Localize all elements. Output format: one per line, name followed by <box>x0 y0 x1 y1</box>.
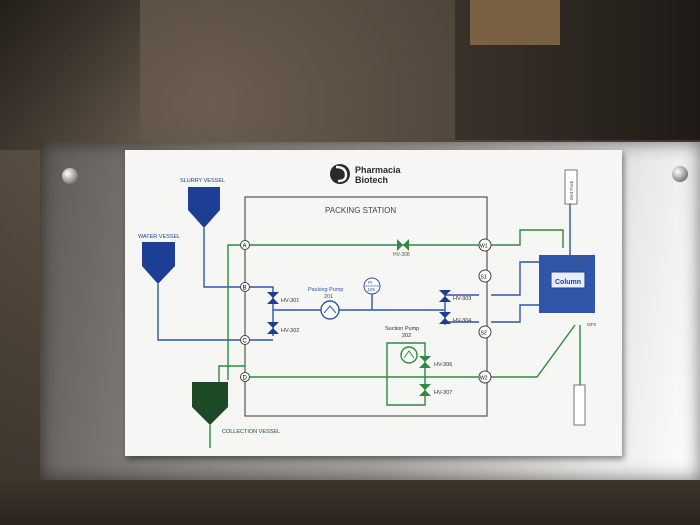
svg-text:C: C <box>243 339 248 345</box>
bolt-icon <box>672 166 688 182</box>
svg-text:A: A <box>243 244 247 250</box>
suction-pump-label: Suction Pump <box>385 326 419 332</box>
slurry-vessel <box>188 187 220 228</box>
port-w2: W2 <box>478 370 492 384</box>
wooden-beam <box>470 0 560 45</box>
suction-pump-number: 202 <box>402 333 411 339</box>
packing-pump-number: 201 <box>324 294 333 300</box>
node-b: B <box>240 282 250 292</box>
page-title: PACKING STATION <box>325 206 396 215</box>
packing-pump-label: Packing Pump <box>308 287 343 293</box>
valve-hv303-icon <box>439 290 451 302</box>
node-a: A <box>240 240 250 250</box>
node-c: C <box>240 335 250 345</box>
valve-hv306-icon <box>419 356 431 368</box>
column-label: Column <box>555 279 581 286</box>
valve-hv307-icon <box>419 384 431 396</box>
collection-vessel <box>192 382 228 425</box>
collection-vessel-label: COLLECTION VESSEL <box>222 429 280 435</box>
water-vessel <box>142 242 175 284</box>
svg-text:S1: S1 <box>481 275 487 281</box>
valve-hv304-icon <box>439 312 451 324</box>
background-shadow <box>0 0 140 150</box>
water-vessel-label: WATER VESSEL <box>138 234 180 240</box>
valve-hv306-label: HV-306 <box>434 362 452 368</box>
svg-text:S2: S2 <box>481 331 487 337</box>
mp1-label: MP1 <box>576 259 587 265</box>
instrument-tag: PI <box>368 280 372 285</box>
svg-text:D: D <box>243 376 248 382</box>
valve-hv307-label: HV-307 <box>434 390 452 396</box>
valve-hv308-label: HV-308 <box>393 252 410 258</box>
brand-line2: Biotech <box>355 175 388 185</box>
bed-pack-tag: Bed Pack <box>564 169 578 205</box>
slurry-vessel-label: SLURRY VESSEL <box>180 178 225 184</box>
green-lines <box>209 229 581 448</box>
suction-pump-icon <box>400 346 418 364</box>
svg-text:Bed Pack: Bed Pack <box>569 180 574 200</box>
pressure-indicator-icon <box>363 277 381 295</box>
valve-hv303-label: HV-303 <box>453 296 471 302</box>
piping-diagram: Pharmacia Biotech PACKING STATION SLURRY… <box>138 164 597 448</box>
valve-hv304-label: HV-304 <box>453 318 471 324</box>
svg-text:B: B <box>243 286 247 292</box>
instrument-number: 105 <box>368 287 376 292</box>
valve-hv302-label: HV-302 <box>281 328 299 334</box>
valve-hv301-label: HV-301 <box>281 298 299 304</box>
floor <box>0 480 700 525</box>
pharmacia-logo-icon <box>330 164 350 184</box>
mp2-label: MP2 <box>587 322 597 327</box>
bolt-icon <box>62 168 78 184</box>
drain-tag <box>573 384 586 426</box>
valve-hv302-icon <box>267 322 279 334</box>
brand-line1: Pharmacia <box>355 165 402 175</box>
port-w1: W1 <box>478 238 492 252</box>
svg-text:W2: W2 <box>480 376 488 382</box>
port-s1: S1 <box>478 269 492 283</box>
svg-text:W1: W1 <box>480 244 488 250</box>
valve-hv308-icon <box>397 239 409 251</box>
packing-pump-icon <box>320 300 340 320</box>
schematic-label: Pharmacia Biotech PACKING STATION SLURRY… <box>125 150 622 456</box>
node-d: D <box>240 372 250 382</box>
port-s2: S2 <box>478 325 492 339</box>
column-icon <box>539 255 595 313</box>
station-frame <box>244 196 488 417</box>
valve-hv301-icon <box>267 292 279 304</box>
